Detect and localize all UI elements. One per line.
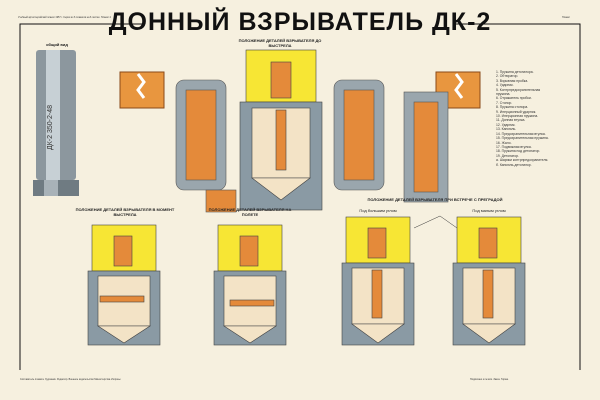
part-detail-left <box>119 71 165 109</box>
legend-item: 7. Стопор. <box>496 100 513 105</box>
legend-item: 5. Контрпредохранительная <box>496 87 541 92</box>
caption-at-shot: ПОЛОЖЕНИЕ ДЕТАЛЕЙ ВЗРЫВАТЕЛЯ В МОМЕНТ ВЫ… <box>75 207 175 217</box>
caption-large-angle: Под большим углом <box>359 208 397 213</box>
legend-item: 17. Подвижная втулка. <box>496 144 532 149</box>
legend-item: 15. Предохранительная пружина. <box>496 136 549 141</box>
fuze-in-flight <box>213 224 287 346</box>
fuze-before-shot <box>239 49 323 211</box>
legend-item: 3. Взрывная пробка. <box>496 78 529 83</box>
legend-item: пружина. <box>496 92 511 97</box>
legend-item: 6. Отражатель пробки. <box>496 96 532 101</box>
legend-item: б. Капсюль-детонатор. <box>496 162 532 167</box>
caption-small-angle: Под малым углом <box>472 208 506 213</box>
cutaway-right <box>333 79 449 203</box>
legend-item: 9. Инерционный ударник. <box>496 109 537 114</box>
legend-item: 10. Инерционная пружина. <box>496 114 539 119</box>
fuze-at-shot <box>87 224 161 346</box>
fuze-impact-large-angle <box>341 216 415 346</box>
cutaway-left <box>175 79 237 213</box>
legend-item: 11. Донная втулка. <box>496 118 526 123</box>
legend-item: 4. Ударник. <box>496 83 514 88</box>
legend-item: 2. Обтюратор. <box>496 74 519 79</box>
legend-item: 16. Жало. <box>496 140 512 145</box>
general-view-label: общий вид <box>46 42 68 47</box>
caption-in-flight: ПОЛОЖЕНИЕ ДЕТАЛЕЙ ВЗРЫВАТЕЛЯ НА ПОЛЕТЕ <box>208 207 292 217</box>
impact-connector-line <box>413 215 458 229</box>
frame <box>19 23 581 370</box>
legend-item: 8. Пружина стопора. <box>496 105 529 110</box>
legend-item: 1. Пружина детонатора. <box>496 70 534 74</box>
part-detail-right <box>435 71 481 109</box>
legend-item: 12. Ударник. <box>496 122 516 127</box>
parts-legend: 1. Пружина детонатора. 2. Обтюратор. 3. … <box>496 70 549 167</box>
fuze-marking: ДК-2 350-2-48 <box>47 104 54 150</box>
footer-left-note: Составитель плаката. Художник. Редактор.… <box>20 378 121 381</box>
footer-right-note: Подписано к печати. Заказ. Тираж. <box>470 378 509 381</box>
sheet-label: Плакат <box>562 16 570 19</box>
legend-item: а. Шарики контрпредохранителя. <box>496 158 549 163</box>
fuze-impact-small-angle <box>452 216 526 346</box>
publisher-note: Учебный артиллерийский плакат 1957 г. Се… <box>18 16 111 19</box>
caption-on-impact: ПОЛОЖЕНИЕ ДЕТАЛЕЙ ВЗРЫВАТЕЛЯ ПРИ ВСТРЕЧЕ… <box>367 197 503 202</box>
legend-item: 19. Детонатор. <box>496 153 520 158</box>
legend-item: 14. Предохранительная втулка. <box>496 131 546 136</box>
poster-title: ДОННЫЙ ВЗРЫВАТЕЛЬ ДК-2 <box>108 8 492 36</box>
caption-before-shot: ПОЛОЖЕНИЕ ДЕТАЛЕЙ ВЗРЫВАТЕЛЯ ДО ВЫСТРЕЛА <box>238 38 322 48</box>
legend-item: 13. Капсюль. <box>496 127 517 132</box>
general-view-fuze <box>33 50 79 196</box>
legend-item: 18. Пружина под детонатор. <box>496 149 541 154</box>
